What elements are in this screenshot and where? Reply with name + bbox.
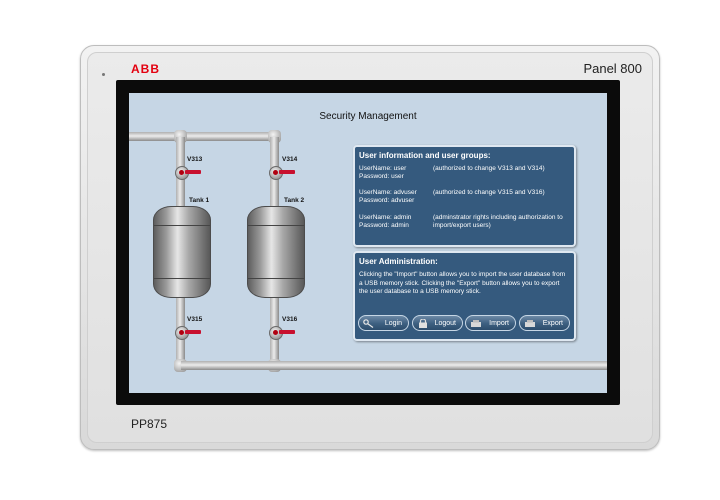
- key-icon: [363, 319, 374, 328]
- advuser-username: UserName: advuser: [359, 189, 417, 196]
- user-password: Password: user: [359, 173, 404, 180]
- import-button[interactable]: Import: [465, 315, 516, 331]
- tank-1: [153, 206, 211, 298]
- valve-v313[interactable]: [173, 165, 201, 180]
- admin-description: (adminstrator rights including authoriza…: [433, 214, 563, 229]
- status-led: [102, 73, 105, 76]
- usb-export-icon: [525, 320, 535, 327]
- tank-label-1: Tank 1: [189, 197, 210, 204]
- tank-2: [247, 206, 305, 298]
- tank-label-2: Tank 2: [284, 197, 305, 204]
- valve-v315[interactable]: [173, 325, 201, 340]
- user-info-title: User information and user groups:: [359, 151, 491, 160]
- lock-icon: [419, 319, 427, 328]
- usb-import-icon: [471, 320, 481, 327]
- model-name: PP875: [131, 417, 168, 431]
- logout-button[interactable]: Logout: [412, 315, 463, 331]
- login-button[interactable]: Login: [358, 315, 409, 331]
- import-label: Import: [489, 319, 509, 327]
- user-admin-title: User Administration:: [359, 257, 438, 266]
- advuser-description: (authorized to change V315 and V316): [433, 189, 545, 196]
- admin-username: UserName: admin: [359, 214, 412, 221]
- page-title: Security Management: [319, 111, 417, 122]
- valve-v316[interactable]: [267, 325, 295, 340]
- top-pipe: [129, 132, 269, 141]
- logout-label: Logout: [434, 319, 456, 327]
- valve-label-v313: V313: [187, 156, 203, 163]
- bottom-pipe: [181, 361, 607, 370]
- user-description: (authorized to change V313 and V314): [433, 165, 545, 172]
- export-button[interactable]: Export: [519, 315, 570, 331]
- export-label: Export: [542, 319, 563, 327]
- user-admin-panel: User Administration: Clicking the "Impor…: [353, 251, 576, 341]
- advuser-password: Password: advuser: [359, 197, 415, 204]
- user-info-panel: User information and user groups: UserNa…: [353, 145, 576, 247]
- valve-label-v315: V315: [187, 316, 203, 323]
- hmi-screen: Security Management V313 V314 V315 V316 …: [129, 93, 607, 393]
- valve-label-v314: V314: [282, 156, 298, 163]
- panel-name: Panel 800: [583, 61, 642, 76]
- user-admin-text: Clicking the "Import" button allows you …: [359, 271, 566, 295]
- login-label: Login: [384, 319, 402, 327]
- valve-v314[interactable]: [267, 165, 295, 180]
- user-username: UserName: user: [359, 165, 407, 172]
- valve-label-v316: V316: [282, 316, 298, 323]
- admin-password: Password: admin: [359, 222, 409, 229]
- brand-logo: ABB: [131, 62, 160, 76]
